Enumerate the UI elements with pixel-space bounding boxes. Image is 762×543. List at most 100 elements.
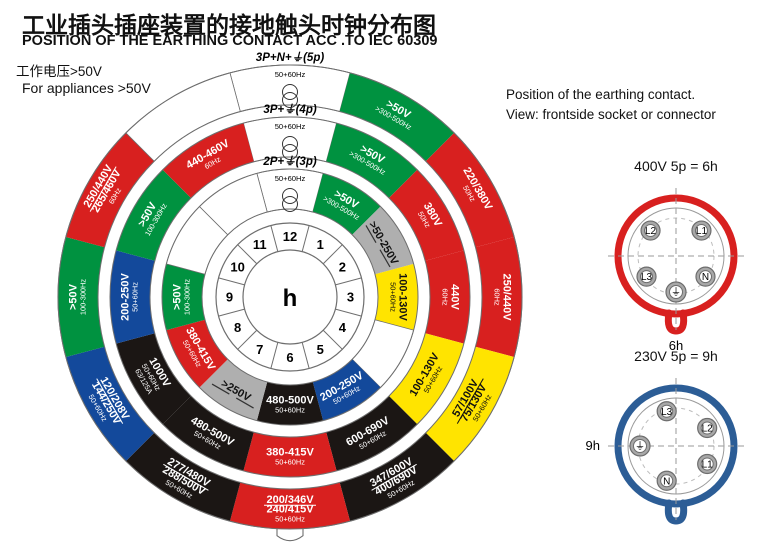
ring-segment (425, 132, 515, 248)
segment-sublabel: 50+60Hz (275, 514, 305, 523)
clock-hour: 3 (347, 290, 354, 305)
pin-label: L1 (696, 226, 708, 237)
segment-sublabel: 50+60Hz (275, 458, 305, 467)
page-title-english: POSITION OF THE EARTHING CONTACT ACC .TO… (22, 33, 438, 49)
clock-hour: 10 (230, 259, 244, 274)
clock-hour: 7 (256, 342, 263, 357)
segment-label: 100-130V (396, 273, 408, 321)
hz-label: 50+60Hz (275, 70, 306, 79)
ring-r5p: >50V>300-500Hz220/380V50Hz250/440V60Hz57… (57, 64, 523, 530)
pin-label: N (663, 476, 670, 487)
ring-segment (256, 382, 324, 425)
ring-segment (425, 346, 515, 462)
ring-segment (375, 263, 419, 331)
page-title-chinese: 工业插头插座装置的接地触头时钟分布图 (22, 12, 436, 38)
segment-sublabel: 50+60Hz (275, 406, 305, 415)
ring-segment (312, 359, 381, 421)
ring-segment (339, 432, 455, 522)
segment-label: >50V (68, 283, 80, 310)
ring-segment (326, 123, 418, 199)
ring-header-r5p: 3P+N+⏚(5p) 50+60Hz (256, 51, 325, 108)
clock-hour: 2 (339, 259, 346, 274)
plug-pin: L2 (640, 220, 661, 241)
ring-r3p: >50V>300-500Hz>50-250V100-130V50+60Hz200… (161, 168, 419, 426)
segment-sublabel: 60Hz (440, 288, 449, 306)
clock-hour: 12 (283, 229, 297, 244)
clock-hour: 1 (317, 237, 324, 252)
segment-sublabel: 50+60Hz (131, 282, 140, 312)
side-note-line2: View: frontside socket or connector (506, 107, 716, 122)
ring-segment (116, 169, 192, 261)
segment-sublabel: 50+60Hz (388, 282, 397, 312)
plug-notch (664, 309, 688, 335)
ring-segment (326, 395, 418, 471)
hz-label: 50+60Hz (275, 122, 306, 131)
clock-hour: 11 (253, 237, 267, 252)
two-circles-icon (282, 84, 298, 108)
segment-sublabel: 100-300Hz (183, 279, 192, 315)
segment-sublabel: 60Hz (492, 288, 501, 306)
plug-pin: L3 (636, 266, 657, 287)
ring-segment (57, 236, 105, 358)
ring-segment (312, 173, 381, 235)
plug-notch (664, 499, 688, 525)
ring-segment (352, 206, 414, 275)
ring-segment (243, 432, 337, 477)
ring-header-r3p: 2P+⏚(3p)50+60Hz (262, 155, 317, 212)
side-note-line1: Position of the earthing contact. (506, 87, 696, 102)
plug-left-label: 9h (586, 438, 600, 453)
plug-pin: ⏚ (629, 435, 651, 457)
ring-segment (65, 346, 155, 462)
ring-segment (425, 250, 471, 344)
clock-hour: 5 (317, 342, 324, 357)
plug-pin: N (695, 266, 716, 287)
note-english: For appliances >50V (22, 80, 151, 96)
segment-label: 480-500V (266, 395, 314, 407)
clock-center-label: h (283, 285, 298, 312)
ring-segment (65, 132, 155, 248)
earthing-contact-note: Position of the earthing contact. View: … (506, 85, 716, 125)
plug-400v-caption: 400V 5p = 6h (634, 158, 718, 174)
pin-label: ⏚ (671, 287, 681, 299)
wheel-svg: >50V>300-500Hz>50-250V100-130V50+60Hz200… (57, 51, 523, 542)
pin-label: N (702, 272, 709, 283)
pin-label: L3 (661, 407, 673, 418)
clock-hour: 6 (286, 350, 293, 365)
plug-pin: L2 (697, 417, 718, 439)
ring-header-r4p: 3P+⏚(4p) 50+60Hz (263, 103, 317, 160)
ring-segment (229, 482, 351, 529)
clock-hour: 9 (226, 290, 233, 305)
ring-title: 2P+⏚(3p) (262, 155, 317, 168)
ring-title: 3P+N+⏚(5p) (256, 51, 325, 64)
segment-sublabel: 100-300Hz (79, 279, 88, 315)
clock-hour: 8 (234, 320, 241, 335)
pin-label: L2 (702, 424, 714, 435)
plug-pin: ⏚ (665, 281, 687, 303)
segment-label: 200/346V (266, 494, 314, 506)
ring-r4p: >50V>300-500Hz380V50Hz440V60Hz100-130V50… (109, 116, 471, 478)
ring-segment (110, 250, 155, 344)
ring-segment (339, 72, 455, 162)
ring-segment (162, 123, 254, 199)
pin-label: ⏚ (635, 441, 645, 453)
ring-segment (166, 319, 228, 388)
segment-label: 440V (448, 284, 460, 310)
segment-label: 250/440V (500, 273, 512, 321)
segment-label: 380-415V (266, 447, 314, 459)
segment-label: >50V (172, 283, 184, 310)
plug-pin: L1 (691, 220, 712, 241)
plug-230v-caption: 230V 5p = 9h (634, 348, 718, 364)
plug-body (608, 188, 744, 335)
clock-hour: 4 (339, 320, 347, 335)
two-circles-icon (282, 188, 298, 212)
ring-title: 3P+⏚(4p) (263, 103, 317, 116)
ring-segment (162, 395, 254, 471)
ring-segment (199, 359, 268, 421)
pin-label: L3 (641, 272, 653, 283)
ring-segment (475, 236, 522, 358)
